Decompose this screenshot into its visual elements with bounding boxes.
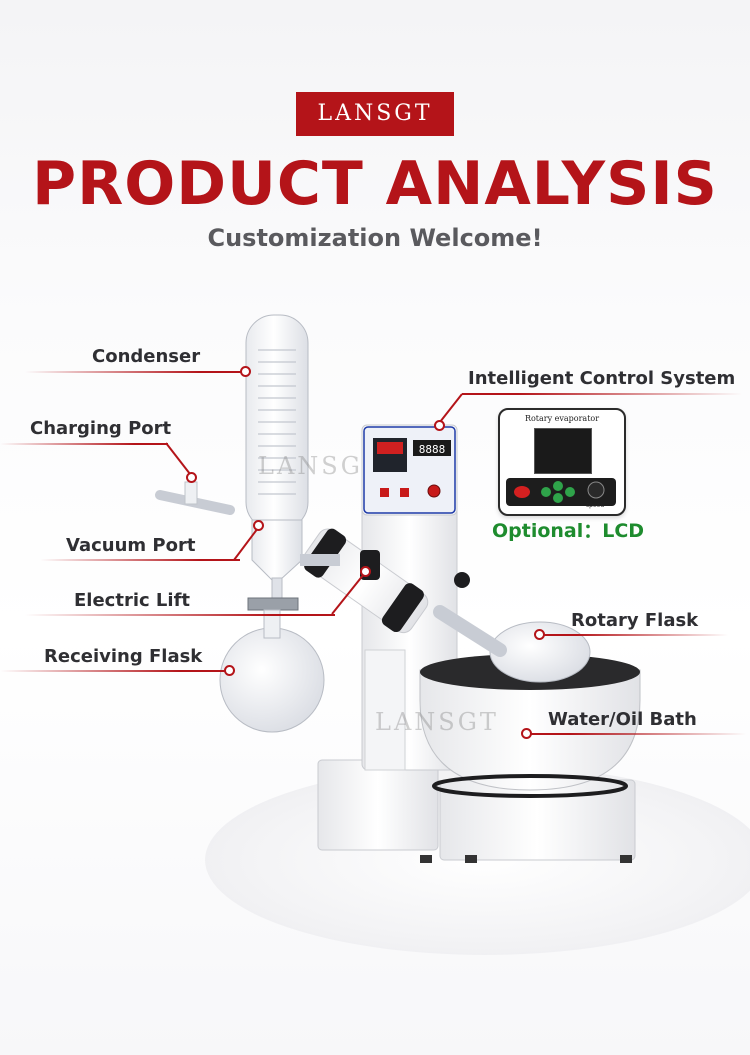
callout-dot-intelligent-control [434,420,445,431]
callout-leader-intelligent-control [439,393,463,423]
page-subtitle: Customization Welcome! [207,224,543,252]
callout-leader-electric-lift [331,573,365,615]
callout-line-condenser [25,371,243,373]
lcd-buttons-icon [514,481,605,503]
callout-electric-lift: Electric Lift [74,590,191,611]
callout-line-charging-port [0,443,168,445]
controller-display-digits: 8888 [419,443,446,456]
optional-lcd-label: Optional：LCD [492,520,645,542]
lcd-screen [534,428,592,474]
callout-vacuum-port: Vacuum Port [66,535,196,556]
watermark-bottom: LANSGT [375,708,499,736]
callout-dot-condenser [240,366,251,377]
callout-rotary-flask: Rotary Flask [571,610,699,631]
callout-line-receiving-flask [0,670,226,672]
callout-condenser: Condenser [92,346,201,367]
callout-leader-charging-port [165,442,191,475]
callout-dot-water-oil-bath [521,728,532,739]
callout-line-rotary-flask [538,634,728,636]
callout-dot-charging-port [186,472,197,483]
brand-badge: LANSGT [296,92,454,136]
callout-leader-vacuum-port [233,527,259,561]
callout-line-electric-lift [25,614,335,616]
callout-dot-electric-lift [360,566,371,577]
lcd-option-panel: Rotary evaporator speed [498,408,626,516]
lcd-button-strip [506,478,616,506]
lcd-panel-title: Rotary evaporator [524,414,600,423]
callout-dot-vacuum-port [253,520,264,531]
callout-line-vacuum-port [40,559,240,561]
callout-charging-port: Charging Port [30,418,172,439]
callout-water-oil-bath: Water/Oil Bath [548,709,697,730]
callout-line-intelligent-control [462,393,742,395]
lcd-speed-label: speed [586,502,605,509]
callout-intelligent-control: Intelligent Control System [468,368,736,389]
callout-dot-rotary-flask [534,629,545,640]
base-left [317,759,439,851]
watermark-top: LANSG [258,452,363,480]
callout-dot-receiving-flask [224,665,235,676]
page-title: PRODUCT ANALYSIS [32,149,718,219]
rotary-flask-shape [489,621,591,683]
callout-receiving-flask: Receiving Flask [44,646,203,667]
callout-line-water-oil-bath [526,733,746,735]
receiving-flask-shape [219,627,325,733]
